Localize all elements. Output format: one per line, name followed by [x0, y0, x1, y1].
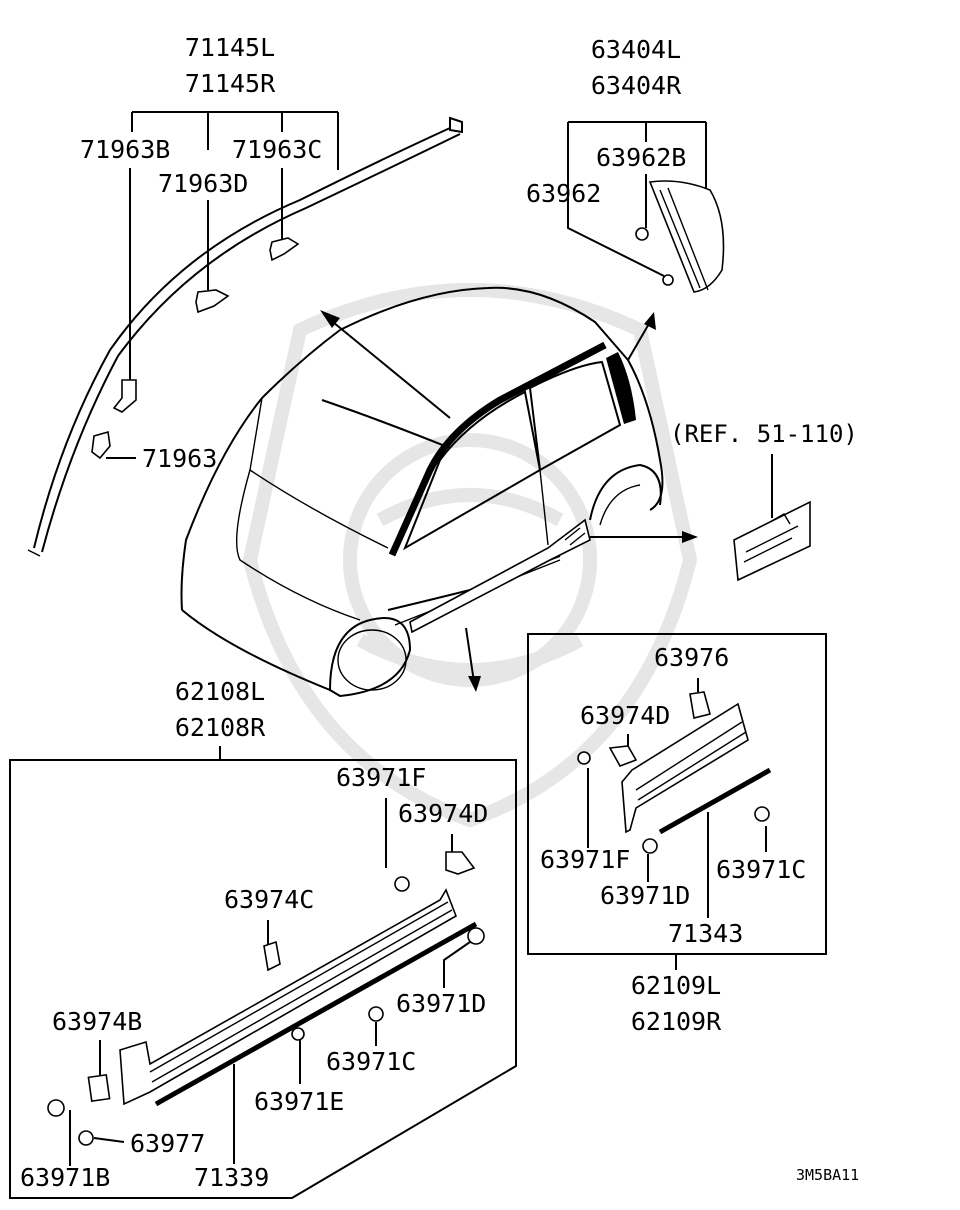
label-63971f: 63971F: [336, 763, 426, 792]
clip-63971e-shape: [291, 1027, 305, 1041]
label-63971c: 63971C: [326, 1047, 416, 1076]
label-ref-51-110: (REF. 51-110): [670, 420, 858, 448]
label-63977: 63977: [130, 1129, 205, 1158]
label-63974c: 63974C: [224, 885, 314, 914]
label-62108r: 62108R: [175, 713, 266, 742]
sill-molding-upper: [119, 888, 457, 1106]
roof-molding-on-car: [388, 341, 607, 557]
sill-molding-on-car: [409, 518, 591, 634]
label-63971d: 63971D: [396, 989, 486, 1018]
label-63971d-b: 63971D: [600, 881, 690, 910]
strip-71343-shape: [658, 767, 772, 835]
sill-upper-group: 62108L 62108R 63971F 63974D 63974C 63971…: [9, 677, 517, 1199]
roof-molding-group: 71145L 71145R 71963B 71963C 71963D 71963: [27, 33, 463, 557]
roof-molding-strip: [33, 127, 451, 549]
clip-63971c-b-shape: [754, 806, 770, 822]
quarter-glass: [606, 352, 636, 424]
label-71963b: 71963B: [80, 135, 170, 164]
label-62109l: 62109L: [631, 971, 721, 1000]
decal-reference: (REF. 51-110): [670, 420, 858, 582]
clip-63971d-b-shape: [642, 838, 658, 854]
label-63971f-b: 63971F: [540, 845, 630, 874]
clip-63976-shape: [689, 691, 711, 719]
sill-molding-lower: [621, 702, 749, 834]
label-63974d-b: 63974D: [580, 701, 670, 730]
label-62108l: 62108L: [175, 677, 265, 706]
clip-71963d-shape: [195, 289, 230, 314]
clip-71963b-shape: [112, 379, 137, 413]
strip-71339-shape: [154, 921, 478, 1107]
clip-63971d-shape: [467, 927, 485, 945]
clip-63971f-shape: [394, 876, 410, 892]
label-71963: 71963: [142, 444, 217, 473]
drawing-code: 3M5BA11: [796, 1166, 859, 1184]
callout-arrows: [320, 310, 698, 692]
label-71145r: 71145R: [185, 69, 276, 98]
clip-71963-shape: [91, 430, 111, 460]
label-62109r: 62109R: [631, 1007, 722, 1036]
clip-63974b-shape: [87, 1073, 111, 1103]
label-63974d: 63974D: [398, 799, 488, 828]
label-63404r: 63404R: [591, 71, 682, 100]
label-63974b: 63974B: [52, 1007, 142, 1036]
vehicle-outline: [180, 286, 664, 698]
label-63971b: 63971B: [20, 1163, 110, 1192]
label-63404l: 63404L: [591, 35, 681, 64]
label-63971c-b: 63971C: [716, 855, 806, 884]
label-71145l: 71145L: [185, 33, 275, 62]
label-71339: 71339: [194, 1163, 269, 1192]
clip-63971c-shape: [368, 1006, 384, 1022]
quarter-garnish-group: 63404L 63404R 63962B 63962: [526, 35, 725, 293]
label-63962: 63962: [526, 179, 601, 208]
clip-63974c-shape: [263, 940, 281, 972]
box-right: [527, 633, 827, 955]
label-71963d: 71963D: [158, 169, 248, 198]
clip-63977-shape: [78, 1130, 94, 1146]
clip-71963c-shape: [269, 237, 300, 262]
label-63976: 63976: [654, 643, 729, 672]
clip-63974d-b-shape: [608, 745, 638, 767]
clip-63974d-shape: [445, 851, 476, 875]
clip-63971f-b-shape: [577, 751, 591, 765]
label-71343: 71343: [668, 919, 743, 948]
label-63962b: 63962B: [596, 143, 686, 172]
sill-lower-group: 63976 63974D 63971F 63971C 63971D 71343 …: [527, 633, 827, 1036]
clip-63971b-shape: [47, 1099, 65, 1117]
box-left: [9, 759, 517, 1199]
label-71963c: 71963C: [232, 135, 322, 164]
label-63971e: 63971E: [254, 1087, 344, 1116]
